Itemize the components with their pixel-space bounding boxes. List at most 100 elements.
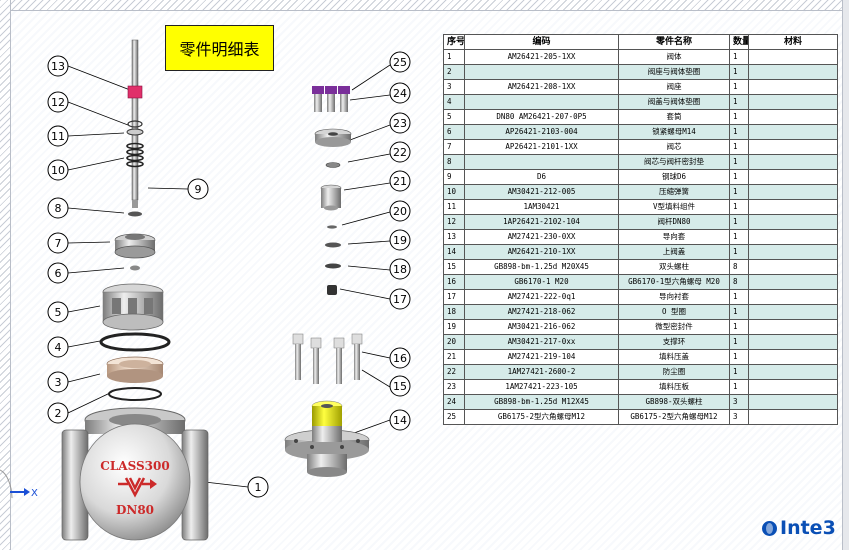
- valve-body-part: CLASS300 DN80: [61, 407, 209, 541]
- cell-part-name: 套筒: [618, 109, 730, 125]
- upper-bonnet-part: [284, 400, 370, 477]
- cell-code: D6: [464, 169, 619, 185]
- lock-nut-part: [130, 265, 140, 271]
- callout-25: 25: [389, 51, 411, 73]
- cell-part-name: 阀芯: [618, 139, 730, 155]
- cell-material: [748, 394, 838, 410]
- cell-quantity: 1: [729, 49, 749, 65]
- valve-plug-part: [114, 233, 156, 259]
- cell-material: [748, 64, 838, 80]
- cell-material: [748, 244, 838, 260]
- callout-18: 18: [389, 258, 411, 280]
- cell-code: 1AM27421-2600-2: [464, 364, 619, 380]
- cell-index: 7: [443, 139, 465, 155]
- cell-part-name: O 型圈: [618, 304, 730, 320]
- svg-text:6: 6: [55, 267, 62, 280]
- svg-text:16: 16: [393, 352, 407, 365]
- cell-index: 16: [443, 274, 465, 290]
- col-header-index: 序号: [443, 34, 465, 50]
- callout-22: 22: [389, 141, 411, 163]
- callout-19: 19: [389, 229, 411, 251]
- packing-gland-part: [320, 184, 342, 211]
- bonnet-gasket-part: [99, 332, 171, 352]
- cell-quantity: 8: [729, 274, 749, 290]
- cell-code: AM30421-212-005: [464, 184, 619, 200]
- col-header-part-name: 零件名称: [618, 34, 730, 50]
- svg-text:5: 5: [55, 306, 62, 319]
- window-top-border: [0, 0, 849, 11]
- cell-index: 11: [443, 199, 465, 215]
- hex-nuts-m12-part: [312, 86, 350, 112]
- callout-13: 13: [47, 55, 69, 77]
- cell-part-name: 钢球D6: [618, 169, 730, 185]
- cell-index: 9: [443, 169, 465, 185]
- cell-index: 13: [443, 229, 465, 245]
- cell-material: [748, 229, 838, 245]
- table-header-row: 序号 编码 零件名称 数量 材料: [443, 34, 838, 50]
- cell-code: AM26421-205-1XX: [464, 49, 619, 65]
- cell-quantity: 1: [729, 289, 749, 305]
- cell-material: [748, 169, 838, 185]
- cell-quantity: 1: [729, 229, 749, 245]
- dust-ring-part: [325, 162, 341, 168]
- valve-logo-icon: [124, 477, 146, 498]
- cell-part-name: 填料压盖: [618, 349, 730, 365]
- col-header-code: 编码: [464, 34, 619, 50]
- stud-bolts-m20-part: [292, 333, 363, 384]
- svg-text:19: 19: [393, 234, 407, 247]
- callout-11: 11: [47, 125, 69, 147]
- cell-quantity: 3: [729, 394, 749, 410]
- cell-code: DN80 AM26421-207-0P5: [464, 109, 619, 125]
- cell-index: 6: [443, 124, 465, 140]
- cell-code: [464, 94, 619, 110]
- axis-x-label: X: [31, 488, 38, 499]
- cell-index: 15: [443, 259, 465, 275]
- cell-part-name: GB6170-1型六角螺母 M20: [618, 274, 730, 290]
- packing-plate-part: [314, 128, 352, 147]
- cell-index: 25: [443, 409, 465, 425]
- svg-text:25: 25: [393, 56, 407, 69]
- svg-text:1: 1: [255, 481, 262, 494]
- parts-list-title: 零件明细表: [165, 25, 274, 71]
- callout-15: 15: [389, 375, 411, 397]
- svg-text:17: 17: [393, 293, 407, 306]
- cell-material: [748, 49, 838, 65]
- valve-seat-part: [106, 356, 164, 383]
- cell-quantity: 1: [729, 304, 749, 320]
- callout-23: 23: [389, 112, 411, 134]
- cell-index: 12: [443, 214, 465, 230]
- cell-quantity: 1: [729, 319, 749, 335]
- cell-index: 17: [443, 289, 465, 305]
- cell-quantity: 1: [729, 79, 749, 95]
- callout-20: 20: [389, 200, 411, 222]
- cell-part-name: 锁紧螺母M14: [618, 124, 730, 140]
- cell-code: AM27421-230-0XX: [464, 229, 619, 245]
- cell-material: [748, 334, 838, 350]
- callout-14: 14: [389, 409, 411, 431]
- nominal-size-text: DN80: [116, 503, 154, 517]
- callout-8: 8: [47, 197, 69, 219]
- cell-quantity: 1: [729, 64, 749, 80]
- cell-code: GB6175-2型六角螺母M12: [464, 409, 619, 425]
- cell-code: AM26421-210-1XX: [464, 244, 619, 260]
- svg-text:7: 7: [55, 237, 62, 250]
- cell-code: GB898-bm-1.25d M20X45: [464, 259, 619, 275]
- cell-index: 3: [443, 79, 465, 95]
- cell-material: [748, 79, 838, 95]
- cell-index: 24: [443, 394, 465, 410]
- svg-text:10: 10: [51, 164, 65, 177]
- cell-code: AM27421-218-062: [464, 304, 619, 320]
- cell-quantity: 1: [729, 184, 749, 200]
- cell-quantity: 8: [729, 259, 749, 275]
